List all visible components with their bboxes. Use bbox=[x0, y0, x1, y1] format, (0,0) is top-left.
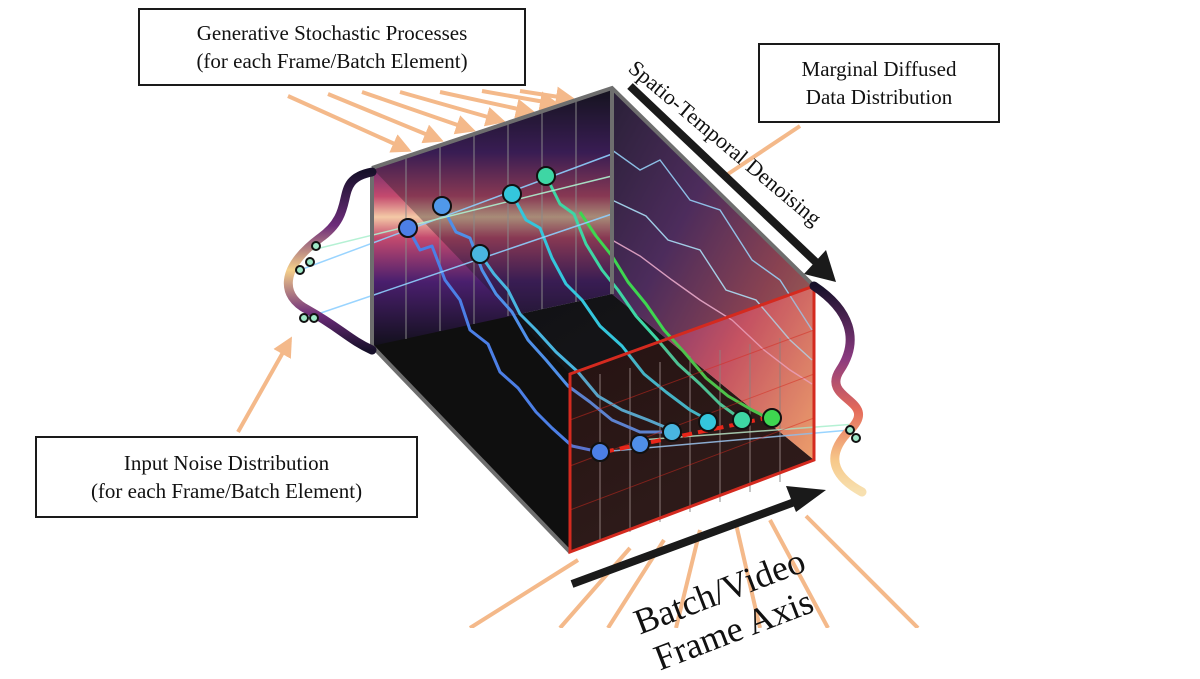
generative-label-line1: Generative Stochastic Processes bbox=[196, 20, 468, 45]
sample-dot bbox=[398, 218, 418, 238]
black-axis-arrow-head bbox=[804, 250, 836, 282]
path-blue bbox=[406, 227, 601, 454]
orange-pointer-arrow bbox=[804, 514, 920, 630]
orange-pointer-arrow-group-top bbox=[287, 86, 576, 153]
orange-pointer-arrow bbox=[558, 546, 632, 630]
sample-dot bbox=[732, 410, 752, 430]
marginal-dot bbox=[851, 433, 861, 443]
cube-edges bbox=[370, 85, 816, 554]
sample-dot bbox=[470, 244, 490, 264]
marginal-label-line2: Data Distribution bbox=[805, 85, 953, 109]
generative-processes-label: Generative Stochastic Processes (for eac… bbox=[138, 8, 526, 86]
marginal-paths bbox=[611, 149, 813, 385]
black-axis-arrow bbox=[627, 83, 823, 269]
orange-pointer-arrow bbox=[439, 90, 536, 119]
orange-pointer-arrow bbox=[468, 558, 580, 630]
path-cyan bbox=[478, 253, 673, 432]
sample-dot bbox=[502, 184, 522, 204]
path-green bbox=[578, 211, 773, 422]
input-label-line1: Input Noise Distribution bbox=[123, 450, 330, 475]
orange-pointer-arrow bbox=[674, 529, 702, 629]
sample-dot bbox=[762, 408, 782, 428]
black-axis-arrow-head bbox=[786, 486, 826, 512]
marginal-curve bbox=[809, 281, 867, 497]
marginal-dot bbox=[845, 425, 855, 435]
black-axis-arrow bbox=[570, 496, 802, 588]
diagram-svg bbox=[236, 83, 920, 630]
stochastic-paths bbox=[406, 175, 773, 454]
orange-pointer-arrow bbox=[399, 90, 506, 127]
generative-label-line2: (for each Frame/Batch Element) bbox=[196, 49, 468, 73]
orange-pointer-arrow bbox=[720, 124, 802, 180]
marginal-label-line1: Marginal Diffused bbox=[801, 56, 957, 81]
diffusion-diagram: Generative Stochastic Processes (for eac… bbox=[35, 8, 1000, 678]
sample-dot bbox=[630, 434, 650, 454]
path-cyan-2 bbox=[510, 193, 709, 422]
noise-dot bbox=[305, 257, 315, 267]
cube-back-face bbox=[372, 88, 612, 346]
orange-pointer-arrow bbox=[768, 519, 830, 629]
noise-dot bbox=[295, 265, 305, 275]
orange-pointer-arrow bbox=[236, 336, 292, 433]
sample-dot bbox=[590, 442, 610, 462]
sample-dots bbox=[295, 166, 861, 462]
sample-dot bbox=[536, 166, 556, 186]
noise-dot bbox=[309, 313, 319, 323]
noise-dot bbox=[311, 241, 321, 251]
orange-pointer-arrow bbox=[327, 92, 444, 144]
orange-pointer-arrow bbox=[287, 94, 412, 153]
noise-dot bbox=[299, 313, 309, 323]
sample-dot bbox=[432, 196, 452, 216]
input-noise-label: Input Noise Distribution (for each Frame… bbox=[35, 436, 418, 518]
path-blue-2 bbox=[440, 205, 668, 434]
batch-axis-arrow bbox=[570, 486, 826, 588]
orange-pointer-arrow bbox=[361, 90, 476, 135]
orange-pointer-arrow bbox=[734, 523, 762, 629]
marginal-distribution-label: Marginal Diffused Data Distribution bbox=[758, 43, 1000, 123]
orange-pointer-arrow-group-bottom bbox=[468, 514, 920, 630]
sample-dot bbox=[662, 422, 682, 442]
input-noise-curve bbox=[283, 167, 377, 355]
input-label-line2: (for each Frame/Batch Element) bbox=[90, 479, 363, 503]
spatio-temporal-axis-arrow bbox=[627, 83, 836, 282]
path-teal bbox=[544, 175, 743, 422]
cube-right-face bbox=[612, 88, 814, 460]
orange-pointer-arrow bbox=[481, 89, 560, 112]
sample-dot bbox=[698, 412, 718, 432]
orange-pointer-arrow bbox=[519, 86, 576, 107]
